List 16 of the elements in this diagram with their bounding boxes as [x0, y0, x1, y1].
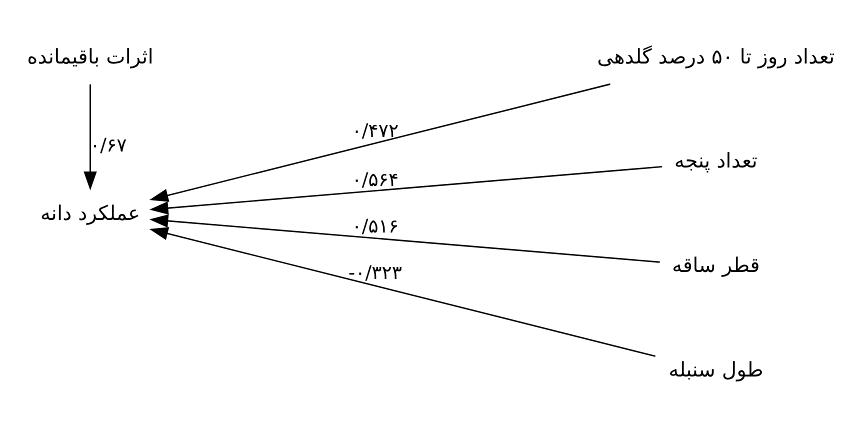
- node-text: طول سنبله: [668, 356, 764, 381]
- edge-label: ۰/۶۷: [90, 134, 127, 156]
- arrow: [149, 214, 660, 262]
- node-text: اثرات باقیمانده: [27, 44, 154, 68]
- edge-label: ۰/۴۷۲: [352, 120, 399, 142]
- edge-label: ۰/۵۶۴: [352, 170, 399, 191]
- node-text: تعداد روز تا ۵۰ درصد گلدهی: [597, 44, 835, 68]
- node-text: قطر ساقه: [672, 252, 760, 277]
- edge-label: -۰/۳۲۳: [348, 262, 402, 284]
- node-text: عملکرد دانه: [40, 200, 140, 224]
- arrow: [84, 84, 97, 190]
- edge-label: ۰/۵۱۶: [352, 216, 399, 237]
- arrow: [149, 226, 656, 356]
- node-text: تعداد پنجه: [674, 148, 758, 172]
- arrow: [149, 82, 610, 202]
- arrow: [149, 165, 662, 214]
